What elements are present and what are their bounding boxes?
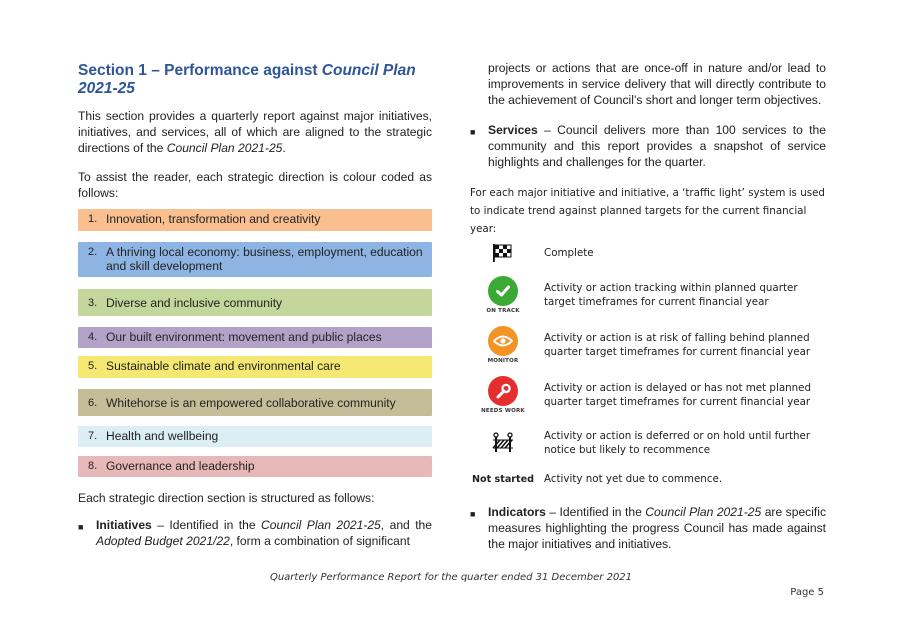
legend-text: Complete: [544, 247, 594, 259]
initiatives-i2: Adopted Budget 2021/22: [96, 534, 230, 548]
section-title: Section 1 – Performance against Council …: [78, 62, 432, 98]
needs-work-caption: NEEDS WORK: [481, 408, 525, 414]
direction-label: Governance and leadership: [106, 459, 255, 473]
initiatives-t1: – Identified in the: [151, 518, 261, 532]
direction-4: 4. Our built environment: movement and p…: [78, 327, 432, 348]
direction-5: 5. Sustainable climate and environmental…: [78, 356, 432, 378]
direction-label: A thriving local economy: business, empl…: [106, 245, 423, 273]
legend-monitor: MONITOR Activity or action is at risk of…: [470, 326, 826, 364]
initiatives-heading: Initiatives: [96, 518, 152, 532]
section-title-main: Section 1 – Performance against: [78, 62, 322, 79]
section-title-italic: Council Plan 2021-25: [78, 62, 416, 97]
indicators-t1: – Identified in the: [545, 505, 646, 519]
not-started-label: Not started: [471, 473, 534, 485]
initiatives-t3: , form a combination of significant: [229, 534, 410, 548]
bullet-marker: ■: [78, 522, 84, 532]
wrench-icon: [488, 376, 518, 406]
legend-text: Activity or action tracking within plann…: [544, 282, 798, 308]
page-number: Page 5: [790, 587, 824, 598]
direction-3: 3. Diverse and inclusive community: [78, 289, 432, 316]
monitor-icon-wrap: MONITOR: [470, 326, 536, 364]
direction-7: 7. Health and wellbeing: [78, 426, 432, 447]
barrier-icon: [470, 432, 536, 454]
legend-needs-work: NEEDS WORK Activity or action is delayed…: [470, 376, 826, 414]
legend-deferred: Activity or action is deferred or on hol…: [470, 428, 826, 458]
legend-complete: Complete: [470, 242, 826, 264]
structure-intro: Each strategic direction section is stru…: [78, 491, 375, 505]
direction-label: Whitehorse is an empowered collaborative…: [106, 395, 396, 410]
direction-label: Innovation, transformation and creativit…: [106, 212, 321, 226]
direction-number: 8.: [88, 460, 98, 472]
direction-label: Health and wellbeing: [106, 429, 219, 443]
intro-paragraph-1: This section provides a quarterly report…: [78, 108, 432, 156]
monitor-caption: MONITOR: [487, 358, 519, 364]
indicators-bullet: ■ Indicators – Identified in the Council…: [470, 504, 826, 552]
direction-number: 7.: [88, 430, 98, 442]
eye-icon: [488, 326, 518, 356]
intro-paragraph-2: To assist the reader, each strategic dir…: [78, 170, 432, 200]
legend-not-started: Not started Activity not yet due to comm…: [470, 470, 826, 488]
check-icon: [488, 276, 518, 306]
direction-label: Our built environment: movement and publ…: [106, 330, 382, 344]
initiatives-t2: , and the: [380, 518, 433, 532]
services-text: Services – Council delivers more than 10…: [488, 122, 826, 170]
direction-label: Sustainable climate and environmental ca…: [106, 359, 341, 373]
initiatives-text: Initiatives – Identified in the Council …: [96, 517, 432, 549]
initiatives-continuation: projects or actions that are once-off in…: [488, 61, 826, 107]
direction-label: Diverse and inclusive community: [106, 295, 283, 310]
direction-8: 8. Governance and leadership: [78, 456, 432, 477]
legend-text: Activity or action is at risk of falling…: [544, 332, 811, 358]
intro-p1-text-a: This section provides a quarterly report…: [78, 109, 432, 155]
bullet-marker: ■: [470, 127, 476, 137]
direction-2: 2. A thriving local economy: business, e…: [78, 242, 432, 277]
legend-on-track: ON TRACK Activity or action tracking wit…: [470, 276, 826, 314]
intro-p1-text-b: .: [282, 141, 286, 155]
initiatives-bullet: ■ Initiatives – Identified in the Counci…: [78, 517, 432, 549]
direction-1: 1. Innovation, transformation and creati…: [78, 209, 432, 231]
bullet-marker: ■: [470, 509, 476, 519]
traffic-light-intro: For each major initiative and initiative…: [470, 187, 825, 235]
on-track-caption: ON TRACK: [486, 308, 520, 314]
intro-p1-italic: Council Plan 2021-25: [166, 141, 283, 155]
legend-text: Activity not yet due to commence.: [544, 473, 723, 485]
direction-number: 3.: [88, 296, 98, 309]
direction-number: 1.: [88, 213, 98, 225]
legend-text: Activity or action is deferred or on hol…: [544, 430, 811, 456]
services-bullet: ■ Services – Council delivers more than …: [470, 122, 826, 170]
indicators-t2: are specific measures highlighting the p…: [488, 505, 826, 551]
not-started-label-wrap: Not started: [470, 474, 536, 485]
checkered-flag-icon: [470, 243, 536, 263]
direction-number: 4.: [88, 331, 98, 343]
indicators-heading: Indicators: [488, 505, 546, 519]
direction-number: 2.: [88, 246, 98, 258]
services-body: – Council delivers more than 100 service…: [488, 123, 826, 169]
direction-6: 6. Whitehorse is an empowered collaborat…: [78, 389, 432, 416]
services-heading: Services: [488, 123, 538, 137]
indicators-i1: Council Plan 2021-25: [645, 505, 762, 519]
indicators-text: Indicators – Identified in the Council P…: [488, 504, 826, 552]
initiatives-i1: Council Plan 2021-25: [261, 518, 381, 532]
direction-number: 6.: [88, 396, 98, 409]
needs-work-icon-wrap: NEEDS WORK: [470, 376, 536, 414]
on-track-icon-wrap: ON TRACK: [470, 276, 536, 314]
direction-number: 5.: [88, 360, 98, 372]
page-footer: Quarterly Performance Report for the qua…: [269, 572, 633, 583]
legend-text: Activity or action is delayed or has not…: [544, 382, 812, 408]
